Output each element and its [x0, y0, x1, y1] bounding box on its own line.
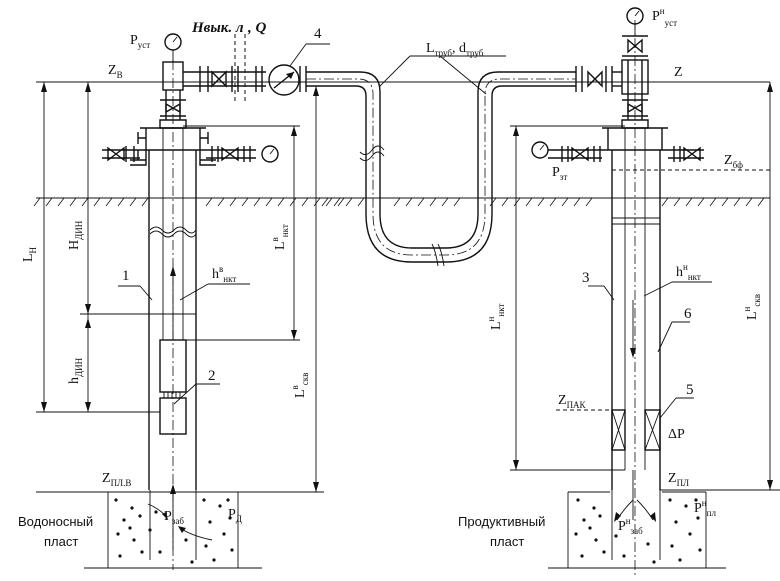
valve-icon [627, 102, 643, 114]
h-nkt-n-label: hннкт [676, 262, 701, 282]
valve-icon [571, 146, 589, 162]
valve-icon [627, 38, 643, 54]
left-wellhead [160, 33, 330, 120]
p-ust-left-label: Pуст [130, 33, 150, 50]
valve-icon [107, 146, 125, 162]
l-trub-label: Lтруб, dтруб [426, 41, 484, 58]
pump-section [159, 397, 187, 435]
callout-5: 5 [686, 382, 694, 398]
valve-icon [683, 146, 701, 162]
pressure-gauge-icon [531, 141, 549, 159]
p-zab-n-label: Pнзаб [618, 516, 643, 536]
pressure-gauge-icon [164, 33, 182, 51]
l-nkt-n-label: Lннкт [486, 304, 506, 330]
callout-1: 1 [122, 268, 130, 284]
z-pak-label: ZПАК [558, 393, 587, 410]
right-well [531, 7, 704, 575]
h-din-lower-label: hДИН [67, 357, 84, 384]
aquifer-caption: Водоносный [18, 514, 93, 529]
delta-p-label: ΔP [668, 427, 685, 442]
pressure-gauge-icon [626, 7, 644, 25]
p-ust-right-label: Pнуст [652, 6, 677, 28]
p-zab-label: Pзаб [164, 509, 184, 526]
l-n-label: LН [21, 246, 38, 262]
z-pl-label: ZПЛ [668, 471, 689, 488]
ground-surface-right [321, 197, 770, 207]
transfer-pipeline [306, 55, 576, 267]
pump-icon [268, 64, 300, 96]
z-label: Z [674, 65, 683, 80]
packer [611, 409, 626, 451]
l-nkt-v-label: Lвнкт [270, 224, 290, 250]
productive-formation [548, 491, 726, 569]
valve-icon [221, 146, 239, 162]
l-skv-v-label: Lвскв [290, 373, 310, 398]
callout-3: 3 [582, 270, 590, 286]
l-skv-n-label: Lнскв [742, 294, 762, 320]
callout-2: 2 [208, 368, 216, 384]
productive-caption: Продуктивный [458, 514, 545, 529]
callout-6: 6 [684, 306, 692, 322]
z-pl-v-label: ZПЛ.В [102, 471, 131, 488]
callout-4: 4 [314, 26, 322, 42]
z-v-label: ZВ [108, 63, 123, 80]
q-label: , Q [247, 20, 267, 36]
p-pl-n-label: Pнпл [694, 498, 716, 518]
h-vyk-label: Нвык. л [191, 20, 244, 36]
h-din-upper-label: HДИН [67, 220, 84, 250]
p-zt-label: Pзт [552, 165, 567, 182]
ground-surface-left [33, 197, 345, 207]
aquifer-caption-2: пласт [44, 534, 78, 549]
valve-icon [165, 102, 181, 114]
h-nkt-v-label: hвнкт [212, 264, 236, 284]
pressure-gauge-icon [261, 145, 279, 163]
aquifer-formation [84, 491, 262, 569]
z-bf-label: Zбф [724, 153, 743, 170]
left-side-valves [102, 145, 279, 163]
productive-caption-2: пласт [490, 534, 524, 549]
valve-icon [587, 70, 603, 88]
valve-icon [211, 70, 227, 88]
left-well [130, 60, 216, 570]
p-d-label: PД [228, 507, 242, 524]
dimension-lines [36, 81, 780, 493]
